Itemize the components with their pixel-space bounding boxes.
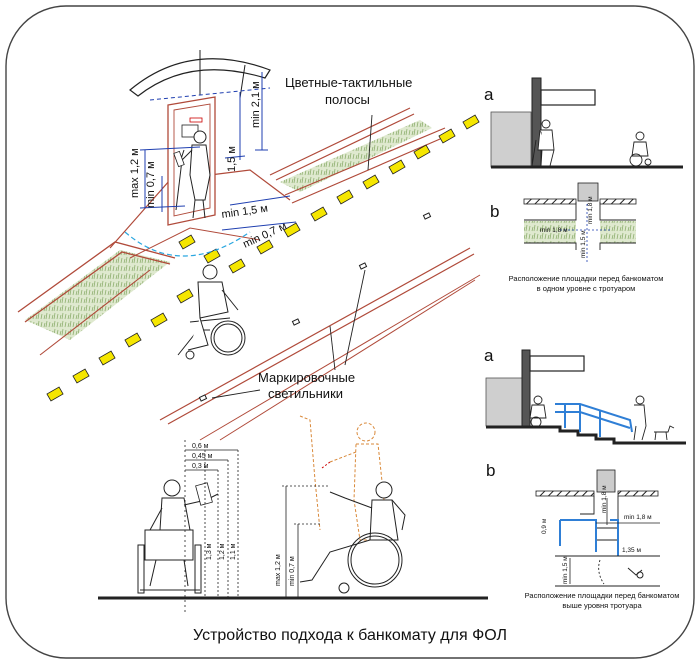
tactile-strips [46, 114, 480, 402]
panel-b-top-letter: b [490, 202, 499, 221]
atm-box-a-top [540, 89, 596, 106]
tactile-leader [367, 114, 373, 171]
perspective-scene: min 2,1 м max 1,2 м min 0,7 м 1,5 м min … [17, 50, 481, 441]
b2-caption-line1: Расположение площадки перед банкоматом [525, 591, 680, 600]
atm-canopy [129, 58, 271, 97]
standing-person-outline [299, 415, 385, 541]
wheelchair-user-perspective [177, 264, 246, 360]
reach-dim-1-2: 1,2 м [219, 543, 226, 560]
stairs [486, 425, 686, 445]
b1-caption-line2: в одном уровне с тротуаром [537, 284, 636, 293]
atm-box-a-bottom [529, 355, 585, 372]
panel-a-top-letter: a [484, 85, 494, 104]
b2-dim-1-35: 1,35 м [622, 547, 641, 554]
panel-a-bottom-letter: a [484, 346, 494, 365]
b2-dim-min-1-8-h: min 1,8 м [624, 514, 652, 521]
diagram-title: Устройство подхода к банкомату для ФОЛ [193, 627, 507, 644]
reach-dim-0-45: 0,45 м [192, 453, 213, 460]
elderly-person-figure [175, 130, 211, 219]
panel-a-top: a [484, 77, 683, 169]
callout-lights-line2: светильники [268, 386, 343, 401]
b1-caption-line1: Расположение площадки перед банкоматом [509, 274, 664, 283]
dim-min-1-5: min 1,5 м [221, 203, 269, 221]
handrail [555, 403, 633, 437]
b1-dim-min-1-8-h: min 1,8 м [540, 227, 568, 234]
reach-dim-min-0-7: min 0,7 м [289, 556, 296, 586]
atm-box-b-top [577, 182, 599, 202]
callout-tactile-line1: Цветные-тактильные [285, 75, 412, 90]
callout-lights-line1: Маркировочные [258, 370, 355, 385]
dim-min-0-7-vertical: min 0,7 м [145, 161, 157, 208]
turning-radius [124, 231, 251, 257]
dim-min-2-1: min 2,1 м [250, 81, 262, 128]
reach-dim-0-6: 0,6 м [192, 443, 209, 450]
marking-lights [198, 212, 432, 402]
upper-grass [280, 120, 432, 192]
outer-frame [5, 5, 695, 659]
b2-dim-min-1-5: min 1,5 м [562, 556, 569, 584]
dim-1-5: 1,5 м [226, 146, 238, 172]
b2-dim-min-1-8-v: min 1,8 м [601, 485, 608, 513]
b1-dim-min-1-5: min 1,5 м [580, 230, 587, 258]
panel-a-bottom: a [484, 346, 686, 445]
atm-box-b-bottom [596, 469, 616, 493]
callout-tactile-line2: полосы [325, 92, 370, 107]
b2-dim-0-9: 0,9 м [541, 518, 548, 534]
panel-b-top: b min 1,8 м min 1,8 м min 1,5 м Располож… [490, 182, 664, 293]
reach-dim-1-3: 1,3 м [206, 543, 213, 560]
b2-caption-line2: выше уровня тротуара [562, 601, 642, 610]
reach-dim-max-1-2: max 1,2 м [275, 554, 282, 586]
lower-grass [25, 250, 170, 340]
wheelchair-user-side [299, 481, 406, 594]
panel-b-bottom: b min 1,8 м min 1,8 м 0,9 м 1,35 м min 1… [486, 461, 679, 610]
reach-diagrams: 0,6 м 0,45 м 0,3 м 1,3 м 1,2 м 1,1 м [98, 415, 488, 615]
panel-b-bottom-letter: b [486, 461, 495, 480]
reach-dim-1-1: 1,1 м [230, 543, 237, 560]
b1-dim-min-1-8-v: min 1,8 м [587, 196, 594, 224]
persp-dimension-lines [139, 72, 297, 231]
reach-dim-0-3: 0,3 м [192, 463, 209, 470]
dim-max-1-2: max 1,2 м [129, 148, 141, 198]
